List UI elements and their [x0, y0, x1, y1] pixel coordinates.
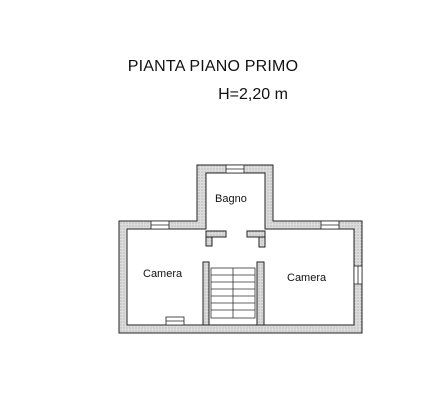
interior-walls: [202, 230, 266, 326]
exterior-wall: [118, 164, 363, 334]
room-label-bagno: Bagno: [215, 193, 247, 205]
room-label-camera-right: Camera: [287, 272, 327, 284]
window-bagno-top: [225, 164, 245, 174]
window-camera-right-side: [353, 265, 363, 285]
window-camera-left-top: [150, 220, 170, 230]
room-label-camera-left: Camera: [143, 268, 183, 280]
plan-title: PIANTA PIANO PRIMO: [127, 58, 299, 75]
window-camera-left-bottom: [165, 316, 185, 326]
window-camera-right-top: [320, 220, 340, 230]
staircase: [210, 267, 256, 319]
height-label: H=2,20 m: [218, 86, 288, 103]
windows: [150, 164, 363, 326]
